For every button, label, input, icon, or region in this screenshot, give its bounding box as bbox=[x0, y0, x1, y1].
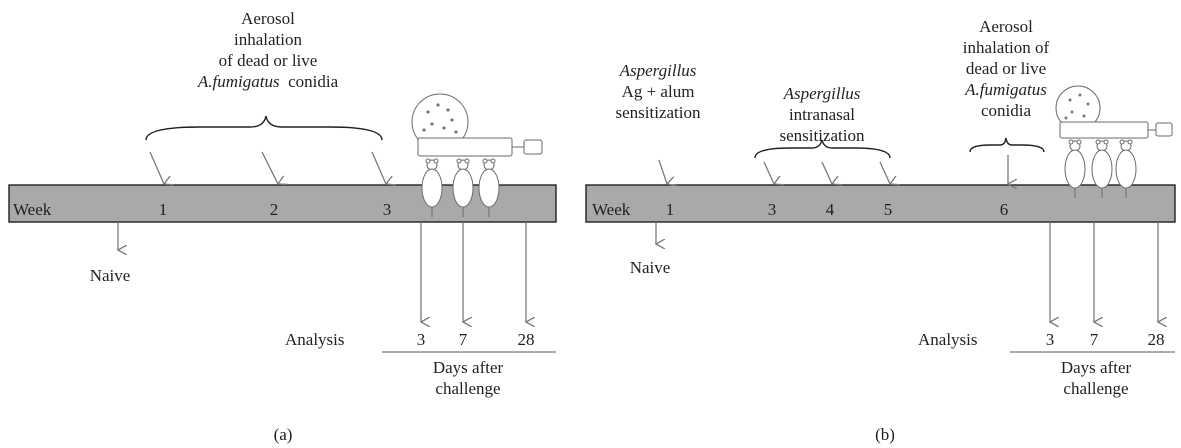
arrow-week3-b bbox=[763, 161, 774, 184]
days-caption-a-line2: challenge bbox=[435, 379, 501, 398]
top-note-a-suffix: conidia bbox=[288, 72, 339, 91]
note2-b-line1: intranasal bbox=[788, 105, 856, 124]
timeline-bar-a bbox=[8, 184, 557, 223]
brace-b-intranasal bbox=[754, 139, 891, 159]
note3-b-suffix: conidia bbox=[980, 101, 1032, 120]
panel-label-b: (b) bbox=[875, 425, 895, 444]
top-note-a-line3: of dead or live bbox=[218, 51, 318, 70]
day-7-b: 7 bbox=[1089, 330, 1099, 349]
note1-b-line2: sensitization bbox=[615, 103, 701, 122]
note1-b-species: Aspergillus bbox=[619, 61, 697, 80]
week-3-b: 3 bbox=[767, 200, 777, 219]
note2-b-line2: sensitization bbox=[779, 126, 865, 145]
top-note-a-line1: Aerosol bbox=[241, 9, 295, 28]
top-note-a-line2: inhalation bbox=[234, 30, 302, 49]
week-6-b: 6 bbox=[999, 200, 1009, 219]
day-3-b: 3 bbox=[1045, 330, 1055, 349]
brace-b-aerosol bbox=[969, 137, 1045, 153]
arrow-week2-a bbox=[261, 151, 278, 184]
brace-a bbox=[145, 115, 383, 141]
day-28-a: 28 bbox=[517, 330, 535, 349]
panel-label-a: (a) bbox=[273, 425, 293, 444]
top-note-a-species: A.fumigatus bbox=[197, 72, 280, 91]
days-caption-b-line2: challenge bbox=[1063, 379, 1129, 398]
note1-b-line1: Ag + alum bbox=[621, 82, 695, 101]
note3-b: Aerosol inhalation of dead or live A.fum… bbox=[963, 16, 1049, 121]
day-7-a: 7 bbox=[458, 330, 468, 349]
week-4-b: 4 bbox=[825, 200, 835, 219]
exposure-chamber-a bbox=[411, 93, 543, 218]
note3-b-line2: inhalation of bbox=[962, 38, 1050, 57]
week-5-b: 5 bbox=[883, 200, 893, 219]
days-caption-a: Days after challenge bbox=[433, 357, 503, 399]
note3-b-line1: Aerosol bbox=[979, 17, 1033, 36]
days-caption-b-line1: Days after bbox=[1060, 358, 1132, 377]
note3-b-species: A.fumigatus bbox=[965, 80, 1047, 99]
week-2-a: 2 bbox=[269, 200, 279, 219]
week-3-a: 3 bbox=[382, 200, 392, 219]
day-3-a: 3 bbox=[416, 330, 426, 349]
week-label-b: Week bbox=[592, 200, 631, 219]
week-1-a: 1 bbox=[158, 200, 168, 219]
note2-b-species: Aspergillus bbox=[783, 84, 861, 103]
top-note-a: Aerosol inhalation of dead or live A.fum… bbox=[198, 8, 338, 92]
naive-label-b: Naive bbox=[629, 258, 671, 277]
arrow-week1-b bbox=[658, 159, 667, 184]
timeline-bar-b bbox=[585, 184, 1176, 223]
note3-b-line3: dead or live bbox=[965, 59, 1047, 78]
days-caption-a-line1: Days after bbox=[432, 358, 504, 377]
arrow-week5-b bbox=[879, 161, 890, 184]
days-caption-b: Days after challenge bbox=[1061, 357, 1131, 399]
week-1-b: 1 bbox=[665, 200, 675, 219]
naive-label-a: Naive bbox=[89, 266, 131, 285]
arrow-week3-a bbox=[371, 151, 386, 184]
note2-b: Aspergillus intranasal sensitization bbox=[780, 83, 865, 146]
exposure-chamber-b bbox=[1055, 85, 1173, 199]
analysis-label-a: Analysis bbox=[285, 330, 345, 349]
top-note-a-line4: A.fumigatus conidia bbox=[198, 71, 338, 92]
arrow-week1-a bbox=[149, 151, 164, 184]
day-28-b: 28 bbox=[1147, 330, 1165, 349]
note1-b: Aspergillus Ag + alum sensitization bbox=[616, 60, 701, 123]
week-label-a: Week bbox=[13, 200, 52, 219]
arrow-week4-b bbox=[821, 161, 832, 184]
analysis-label-b: Analysis bbox=[918, 330, 978, 349]
